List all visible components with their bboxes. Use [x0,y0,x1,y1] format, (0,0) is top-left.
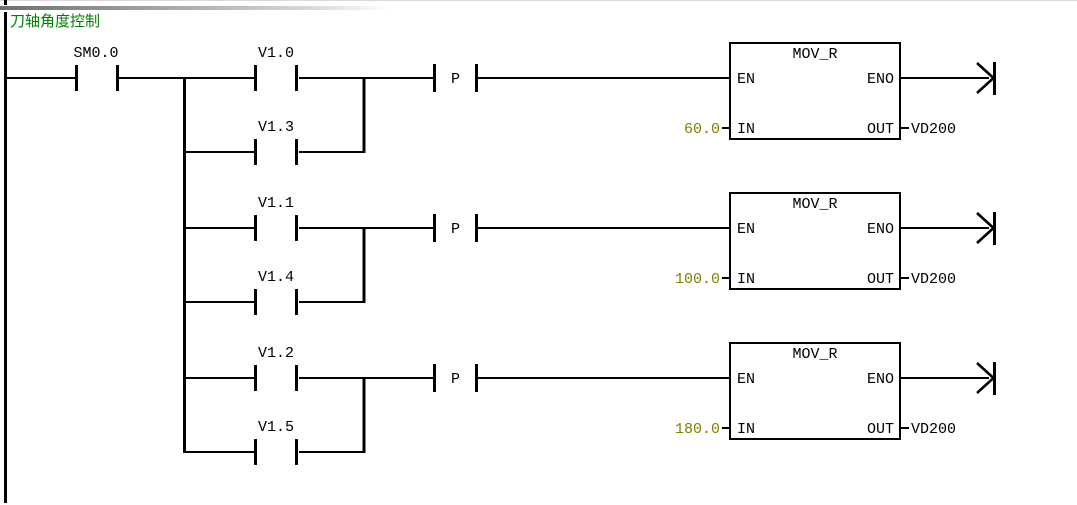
function-block-mov-r[interactable]: MOV_R EN ENO IN OUT [728,341,902,441]
edge-contact-label: P [451,71,460,88]
pin-in-label: IN [737,271,755,288]
block-title: MOV_R [792,196,837,213]
contact-label[interactable]: V1.5 [258,419,294,436]
contact-master[interactable]: SM0.0 [73,45,119,91]
arrow-head [976,362,995,394]
contact-label[interactable]: V1.4 [258,269,294,286]
edge-contact-p[interactable]: P [433,364,478,392]
pin-en-label: EN [737,371,755,388]
contact-top[interactable]: V1.1 [254,195,298,241]
out-operand[interactable]: VD200 [911,421,956,438]
contact-bottom[interactable]: V1.4 [254,269,298,315]
pin-out-label: OUT [867,421,894,438]
block-outline[interactable] [728,341,902,441]
block-outline[interactable] [728,41,902,141]
pin-en-label: EN [737,221,755,238]
rung-branch-2: V1.1 P V1.4 MOV_R EN ENO IN OUT 100.0 VD… [184,191,996,315]
contact-bottom[interactable]: V1.3 [254,119,298,165]
contact-label[interactable]: V1.1 [258,195,294,212]
out-operand[interactable]: VD200 [911,271,956,288]
out-operand[interactable]: VD200 [911,121,956,138]
function-block-mov-r[interactable]: MOV_R EN ENO IN OUT [728,191,902,291]
block-title: MOV_R [792,346,837,363]
block-title: MOV_R [792,46,837,63]
contact-label[interactable]: V1.3 [258,119,294,136]
edge-contact-p[interactable]: P [433,214,478,242]
rung-branch-1: V1.0 P V1.3 MOV_R EN ENO IN OUT 60.0 VD2… [184,41,996,165]
rung-branch-3: V1.2 P V1.5 MOV_R EN ENO IN OUT 180.0 VD… [184,341,996,465]
pin-out-label: OUT [867,121,894,138]
rung-continuation-arrow [976,362,996,395]
in-value-operand[interactable]: 180.0 [675,421,720,438]
arrow-head [976,212,995,244]
pin-in-label: IN [737,121,755,138]
function-block-mov-r[interactable]: MOV_R EN ENO IN OUT [728,41,902,141]
network-comment[interactable]: 刀轴角度控制 [10,13,100,31]
pin-eno-label: ENO [867,71,894,88]
contact-label[interactable]: V1.0 [258,45,294,62]
contact-label[interactable]: SM0.0 [73,45,118,62]
pin-in-label: IN [737,421,755,438]
rung-continuation-arrow [976,212,996,245]
arrow-head [976,62,995,94]
pin-en-label: EN [737,71,755,88]
in-value-operand[interactable]: 100.0 [675,271,720,288]
pin-eno-label: ENO [867,371,894,388]
rung-continuation-arrow [976,62,996,95]
edge-contact-p[interactable]: P [433,64,478,92]
pin-eno-label: ENO [867,221,894,238]
in-value-operand[interactable]: 60.0 [684,121,720,138]
contact-bottom[interactable]: V1.5 [254,419,298,465]
pin-out-label: OUT [867,271,894,288]
contact-label[interactable]: V1.2 [258,345,294,362]
contact-top[interactable]: V1.2 [254,345,298,391]
edge-contact-label: P [451,371,460,388]
edge-contact-label: P [451,221,460,238]
block-outline[interactable] [728,191,902,291]
network-separator [0,6,390,10]
contact-top[interactable]: V1.0 [254,45,298,91]
